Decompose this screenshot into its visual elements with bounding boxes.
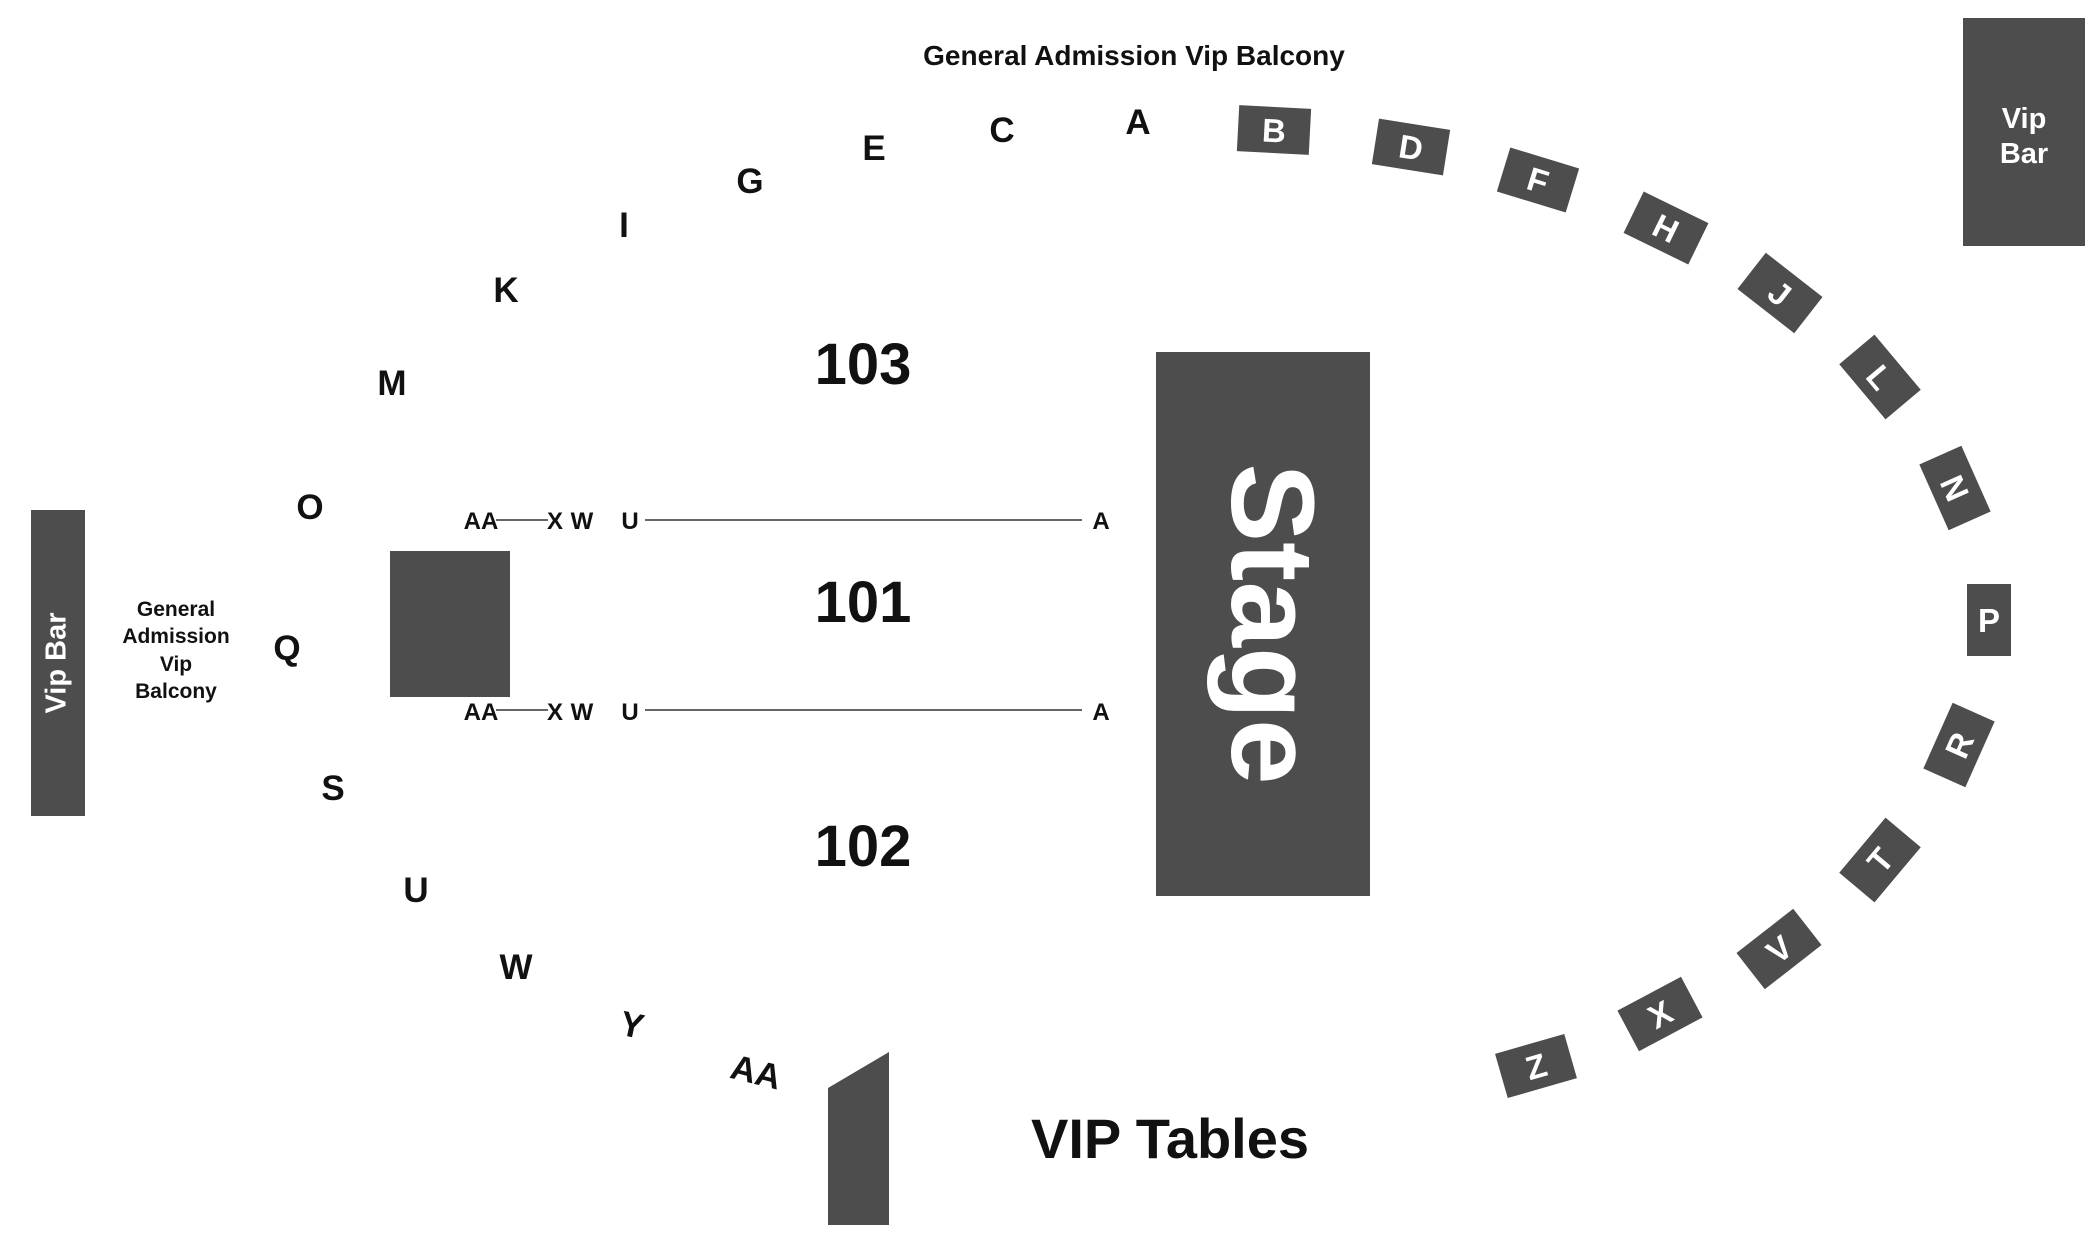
balcony-right-row-b[interactable]: B bbox=[1236, 105, 1312, 155]
row-label-bottom-x: X bbox=[547, 699, 563, 726]
balcony-left-row-o[interactable]: O bbox=[296, 488, 323, 527]
vip-bar-left[interactable]: Vip Bar bbox=[31, 510, 85, 816]
row-label-bottom-u: U bbox=[621, 699, 638, 726]
balcony-right-row-d-label: D bbox=[1396, 127, 1425, 167]
stage[interactable]: Stage bbox=[1156, 352, 1370, 896]
row-label-top-aa: AA bbox=[464, 508, 499, 535]
row-label-bottom-a: A bbox=[1092, 699, 1109, 726]
balcony-right-row-v[interactable]: V bbox=[1736, 908, 1822, 990]
vip-bar-right-line1: Vip bbox=[2002, 103, 2047, 135]
balcony-right-row-p[interactable]: P bbox=[1967, 584, 2011, 656]
vip-bar-right[interactable]: Vip Bar bbox=[1963, 18, 2085, 246]
section-102[interactable]: 102 bbox=[815, 814, 912, 879]
ga-left-line4: Balcony bbox=[135, 680, 217, 703]
row-divider-bottom: AA X W U A bbox=[464, 699, 1110, 726]
balcony-left-row-u[interactable]: U bbox=[403, 871, 428, 910]
row-label-top-u: U bbox=[621, 508, 638, 535]
ga-left-line1: General bbox=[137, 598, 215, 621]
ga-left-line2: Admission bbox=[122, 625, 229, 648]
mix-position-block bbox=[390, 551, 510, 697]
balcony-right-row-p-label: P bbox=[1978, 602, 2000, 639]
balcony-right-row-h[interactable]: H bbox=[1623, 191, 1709, 265]
balcony-right-row-t[interactable]: T bbox=[1839, 817, 1921, 903]
balcony-right-rows: B D F H J L N P bbox=[1236, 105, 2011, 1099]
balcony-left-row-a[interactable]: A bbox=[1125, 103, 1150, 142]
vip-bar-right-line2: Bar bbox=[2000, 138, 2048, 170]
row-label-top-a: A bbox=[1092, 508, 1109, 535]
row-divider-top: AA X W U A bbox=[464, 508, 1110, 535]
section-103[interactable]: 103 bbox=[815, 332, 912, 397]
balcony-right-row-x[interactable]: X bbox=[1617, 976, 1703, 1052]
section-101[interactable]: 101 bbox=[815, 570, 912, 635]
row-label-bottom-aa: AA bbox=[464, 699, 499, 726]
stage-label: Stage bbox=[1206, 463, 1338, 784]
balcony-left-row-i[interactable]: I bbox=[619, 206, 629, 245]
row-label-bottom-w: W bbox=[571, 699, 594, 726]
balcony-right-row-z[interactable]: Z bbox=[1495, 1033, 1577, 1099]
balcony-left-row-g[interactable]: G bbox=[736, 162, 763, 201]
balcony-left-row-k[interactable]: K bbox=[493, 271, 518, 310]
ga-left-line3: Vip bbox=[160, 653, 192, 676]
balcony-right-row-b-label: B bbox=[1261, 111, 1287, 149]
balcony-right-row-n[interactable]: N bbox=[1919, 445, 1991, 531]
vip-bar-left-label: Vip Bar bbox=[41, 612, 73, 713]
balcony-left-row-c[interactable]: C bbox=[989, 111, 1014, 150]
balcony-left-row-s[interactable]: S bbox=[321, 769, 344, 808]
balcony-left-row-aa[interactable]: AA bbox=[727, 1047, 785, 1097]
balcony-title-top: General Admission Vip Balcony bbox=[923, 40, 1345, 71]
balcony-left-row-y[interactable]: Y bbox=[616, 1004, 647, 1047]
row-label-top-w: W bbox=[571, 508, 594, 535]
balcony-right-row-f[interactable]: F bbox=[1496, 147, 1580, 213]
balcony-left-row-q[interactable]: Q bbox=[273, 629, 300, 668]
balcony-left-rows: A C E G I K M O Q S U W Y AA bbox=[273, 103, 1150, 1098]
row-label-top-x: X bbox=[547, 508, 563, 535]
balcony-left-row-e[interactable]: E bbox=[862, 129, 885, 168]
vip-tables-block[interactable] bbox=[828, 1052, 889, 1225]
balcony-right-row-l[interactable]: L bbox=[1839, 334, 1921, 420]
balcony-right-row-j[interactable]: J bbox=[1737, 252, 1823, 334]
vip-tables-label: VIP Tables bbox=[1031, 1107, 1309, 1170]
balcony-right-row-r[interactable]: R bbox=[1923, 702, 1995, 788]
general-admission-left: General Admission Vip Balcony bbox=[122, 598, 229, 703]
balcony-left-row-w[interactable]: W bbox=[499, 948, 532, 987]
balcony-left-row-m[interactable]: M bbox=[377, 364, 406, 403]
balcony-right-row-d[interactable]: D bbox=[1371, 118, 1451, 176]
